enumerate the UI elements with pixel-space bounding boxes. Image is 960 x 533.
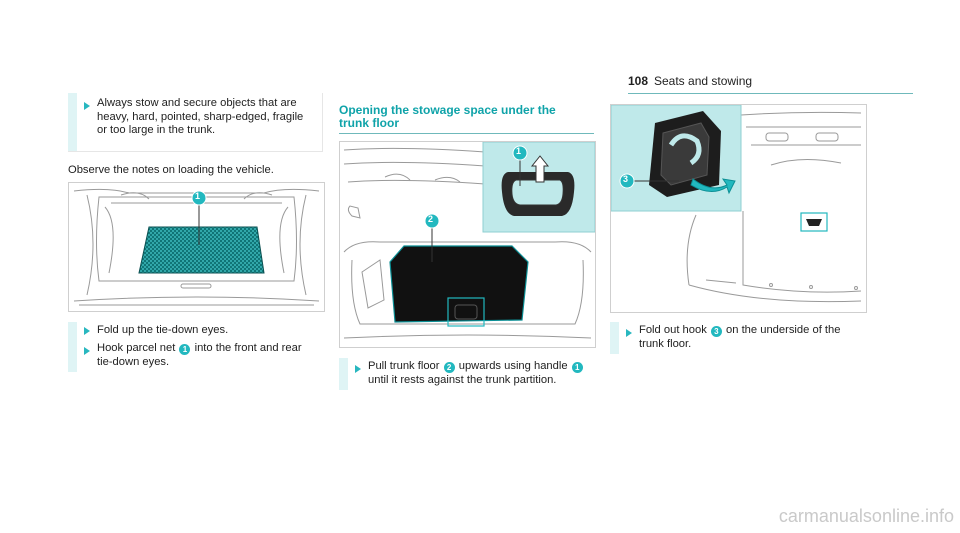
watermark: carmanualsonline.info — [778, 506, 954, 526]
warning-box: Always stow and secure objects that are … — [68, 93, 323, 152]
page-number: 108 — [628, 74, 649, 88]
figure-hook: 3 — [610, 104, 867, 313]
arrow-icon — [355, 365, 361, 373]
col2-step: Pull trunk floor 2 upwards using handle … — [339, 358, 594, 390]
warning-text: Always stow and secure objects that are … — [97, 97, 304, 136]
col2-step-text: Pull trunk floor 2 upwards using handle … — [368, 360, 590, 387]
arrow-icon — [626, 329, 632, 337]
col1-step-2-text: Hook parcel net 1 into the front and rea… — [97, 342, 302, 368]
arrow-icon — [84, 347, 90, 355]
trunk-floor-illustration — [343, 142, 595, 339]
heading-rule — [339, 133, 594, 134]
arrow-icon — [84, 102, 90, 110]
figure-trunk-floor: 1 2 — [339, 141, 596, 348]
col1-step-2: Hook parcel net 1 into the front and rea… — [68, 340, 323, 372]
col3-step: Fold out hook 3 on the underside of the … — [610, 322, 865, 354]
hook-illustration — [611, 105, 862, 303]
figure-parcel-net: 1 — [68, 182, 325, 312]
col1-step-1-text: Fold up the tie-down eyes. — [97, 324, 229, 336]
section-heading: Opening the stowage space under the trun… — [339, 103, 556, 130]
callout-badge: 1 — [179, 344, 191, 355]
callout-badge: 2 — [443, 362, 455, 373]
observe-text: Observe the notes on loading the vehicle… — [68, 164, 274, 176]
figure2-callout-2: 2 — [428, 214, 434, 224]
figure2-callout-1: 1 — [516, 146, 522, 156]
callout-badge: 1 — [571, 362, 583, 373]
callout-badge: 3 — [710, 326, 722, 337]
arrow-icon — [84, 327, 90, 335]
trunk-net-illustration — [73, 188, 320, 306]
page-header: 108 Seats and stowing — [628, 71, 913, 94]
col1-step-1: Fold up the tie-down eyes. — [68, 322, 323, 340]
col3-step-text: Fold out hook 3 on the underside of the … — [639, 324, 841, 350]
figure1-callout-label: 1 — [195, 191, 201, 201]
figure3-callout-3: 3 — [623, 174, 629, 184]
section-title: Seats and stowing — [654, 74, 753, 88]
